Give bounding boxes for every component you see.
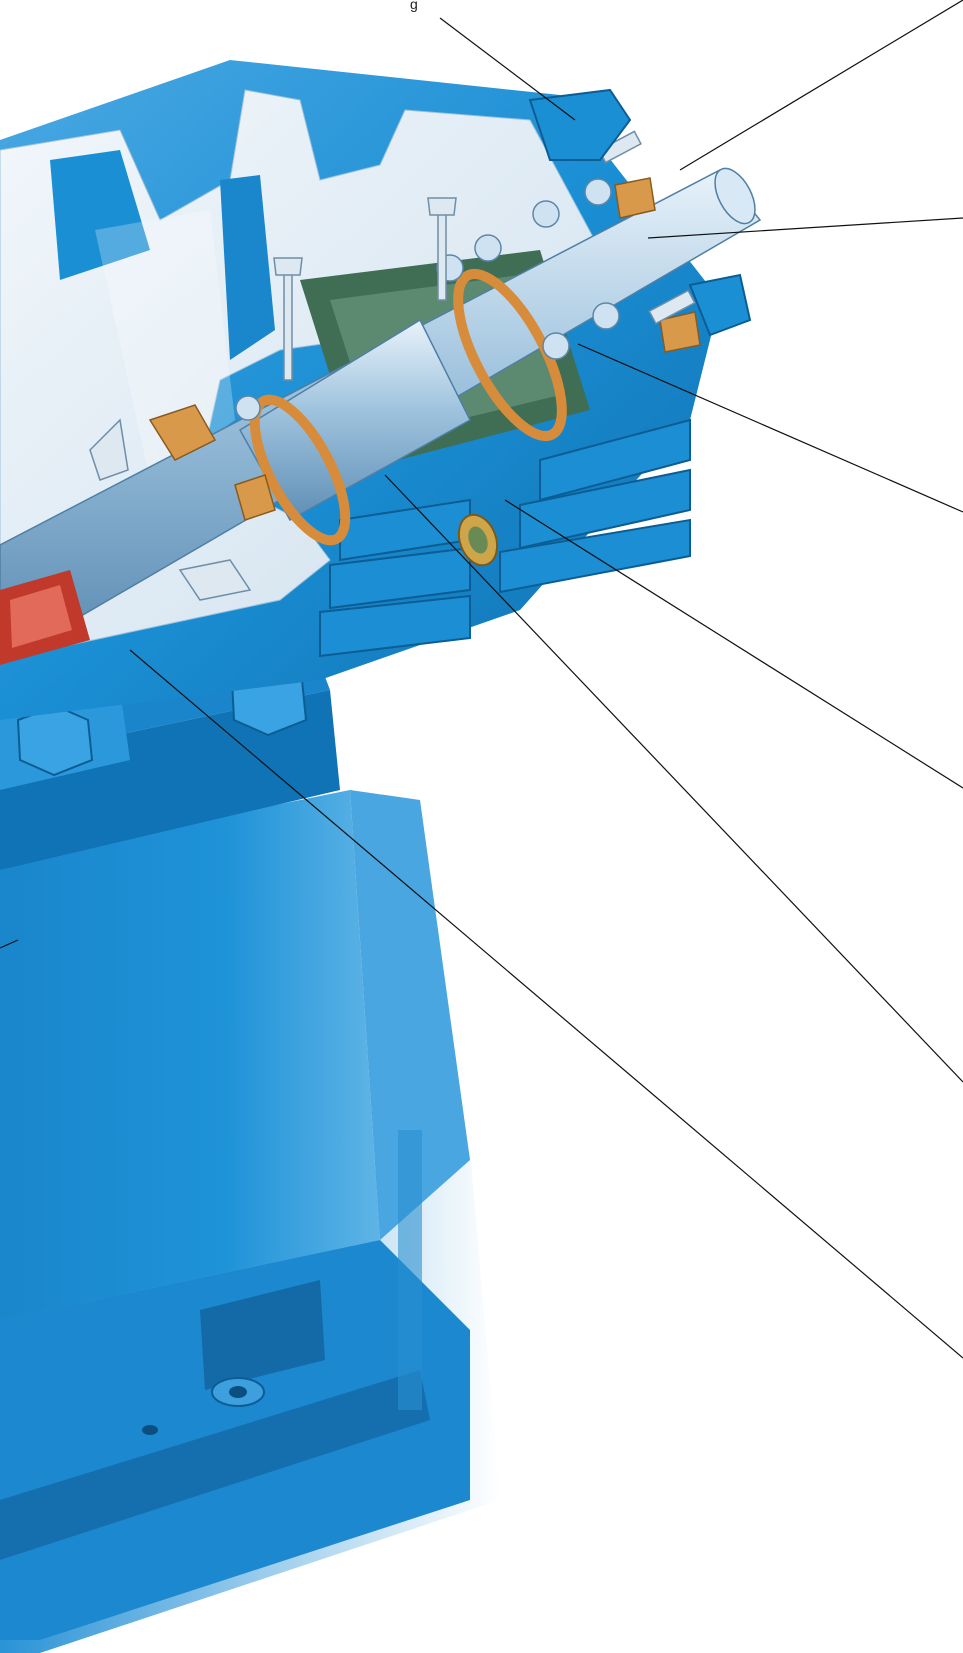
leader-line-4: [577, 343, 963, 513]
leader-line-6: [384, 474, 963, 1083]
leader-lines: [0, 0, 963, 1359]
pins-and-bolts: [89, 130, 696, 601]
end-seals: [148, 177, 701, 521]
gasket: [0, 570, 90, 665]
pump-shaft: [0, 167, 762, 641]
end-cap: [528, 88, 752, 337]
top-cropped-label: g: [410, 0, 419, 12]
leader-line-1: [439, 17, 576, 121]
leader-line-2: [679, 0, 963, 171]
pedestal-base: [0, 790, 500, 1653]
bronze-rings: [249, 268, 567, 546]
leader-line-3: [647, 217, 963, 239]
leader-line-5: [504, 499, 963, 789]
leader-line-8: [0, 939, 19, 949]
leader-line-7: [129, 649, 963, 1359]
cooling-fins: [319, 418, 691, 658]
ball-bearings: [235, 178, 620, 421]
sight-glass: [457, 513, 499, 567]
